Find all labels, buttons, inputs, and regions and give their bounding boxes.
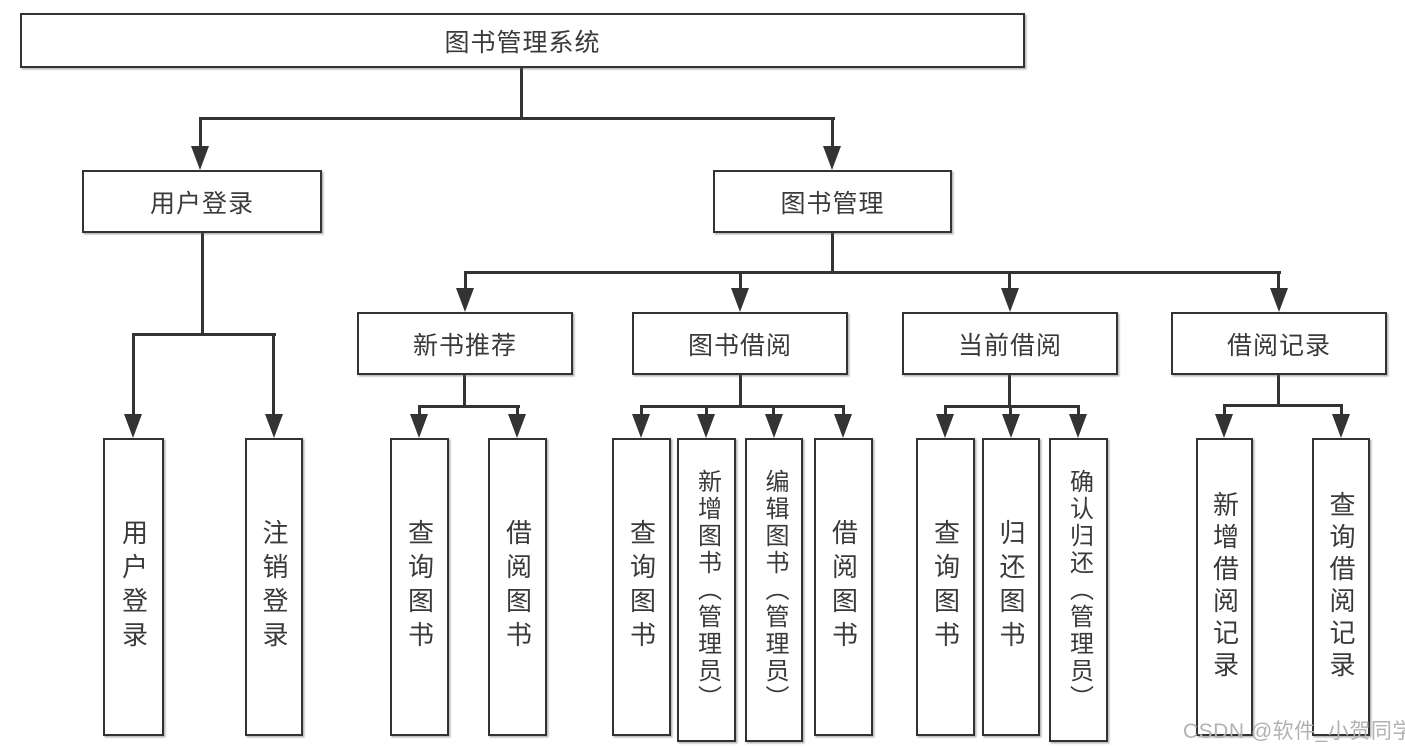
- connector-line: [1277, 271, 1280, 290]
- leaf-add-books-admin: 新增图书（管理员）: [677, 438, 736, 742]
- connector-line: [640, 405, 845, 408]
- connector-line: [1077, 405, 1080, 416]
- leaf-query-books-borrow: 查询图书: [612, 438, 671, 736]
- leaf-label: 注销登录: [259, 519, 289, 655]
- connector-line: [464, 271, 1281, 274]
- arrowhead-icon: [124, 414, 142, 438]
- leaf-label: 查询借阅记录: [1326, 491, 1356, 683]
- node-book-borrow: 图书借阅: [632, 312, 848, 375]
- leaf-add-borrow-record: 新增借阅记录: [1196, 438, 1253, 736]
- node-root: 图书管理系统: [20, 13, 1025, 68]
- leaf-label: 查询图书: [930, 519, 961, 655]
- connector-line: [1008, 375, 1011, 408]
- connector-line: [831, 117, 834, 148]
- connector-line: [739, 375, 742, 408]
- leaf-label: 编辑图书（管理员）: [761, 468, 788, 712]
- arrowhead-icon: [265, 414, 283, 438]
- leaf-label: 借阅图书: [828, 519, 859, 655]
- connector-line: [831, 233, 834, 274]
- arrowhead-icon: [410, 414, 428, 438]
- leaf-edit-books-admin: 编辑图书（管理员）: [745, 438, 803, 742]
- arrowhead-icon: [1002, 414, 1020, 438]
- connector-line: [464, 271, 467, 290]
- leaf-label: 查询图书: [626, 519, 657, 655]
- node-current-borrow: 当前借阅: [902, 312, 1118, 375]
- connector-line: [272, 333, 275, 415]
- connector-line: [739, 271, 742, 290]
- leaf-label: 新增借阅记录: [1209, 491, 1240, 683]
- connector-line: [1223, 404, 1343, 407]
- arrowhead-icon: [508, 414, 526, 438]
- connector-line: [418, 405, 520, 408]
- connector-line: [1223, 404, 1226, 416]
- arrowhead-icon: [1270, 288, 1288, 312]
- leaf-label: 借阅图书: [502, 519, 533, 655]
- connector-line: [705, 405, 708, 416]
- leaf-logout: 注销登录: [245, 438, 303, 736]
- arrowhead-icon: [823, 146, 841, 170]
- connector-line: [1277, 375, 1280, 407]
- arrowhead-icon: [1215, 414, 1233, 438]
- node-book-management: 图书管理: [713, 170, 952, 233]
- arrowhead-icon: [731, 288, 749, 312]
- connector-line: [199, 117, 835, 120]
- leaf-label: 归还图书: [996, 519, 1026, 655]
- connector-line: [772, 405, 775, 416]
- connector-line: [132, 333, 135, 415]
- leaf-query-books-recommend: 查询图书: [390, 438, 449, 736]
- arrowhead-icon: [632, 414, 650, 438]
- leaf-confirm-return-admin: 确认归还（管理员）: [1049, 438, 1108, 742]
- leaf-query-borrow-record: 查询借阅记录: [1312, 438, 1370, 736]
- arrowhead-icon: [1332, 414, 1350, 438]
- leaf-label: 新增图书（管理员）: [693, 468, 721, 712]
- leaf-borrow-books: 借阅图书: [814, 438, 873, 736]
- connector-line: [1009, 405, 1012, 416]
- connector-line: [1008, 271, 1011, 290]
- connector-line: [944, 405, 1080, 408]
- arrowhead-icon: [1001, 288, 1019, 312]
- arrowhead-icon: [765, 414, 783, 438]
- leaf-user-login: 用户登录: [103, 438, 164, 736]
- connector-line: [201, 233, 204, 336]
- arrowhead-icon: [834, 414, 852, 438]
- connector-line: [640, 405, 643, 416]
- node-user-login: 用户登录: [82, 170, 322, 233]
- connector-line: [132, 333, 276, 336]
- connector-line: [842, 405, 845, 416]
- leaf-borrow-books-recommend: 借阅图书: [488, 438, 547, 736]
- connector-line: [418, 405, 421, 416]
- connector-line: [463, 375, 466, 408]
- connector-line: [520, 68, 523, 119]
- arrowhead-icon: [697, 414, 715, 438]
- csdn-watermark: CSDN @软件_小贺同学: [1183, 720, 1405, 743]
- connector-line: [516, 405, 519, 416]
- connector-line: [1340, 404, 1343, 416]
- node-borrow-records: 借阅记录: [1171, 312, 1387, 375]
- connector-line: [199, 117, 202, 148]
- leaf-query-books-current: 查询图书: [916, 438, 975, 736]
- leaf-label: 用户登录: [118, 519, 149, 655]
- leaf-label: 查询图书: [404, 519, 435, 655]
- arrowhead-icon: [191, 146, 209, 170]
- node-new-book-recommend: 新书推荐: [357, 312, 573, 375]
- arrowhead-icon: [1069, 414, 1087, 438]
- leaf-return-books: 归还图书: [982, 438, 1040, 736]
- arrowhead-icon: [936, 414, 954, 438]
- leaf-label: 确认归还（管理员）: [1065, 468, 1093, 712]
- arrowhead-icon: [456, 288, 474, 312]
- connector-line: [944, 405, 947, 416]
